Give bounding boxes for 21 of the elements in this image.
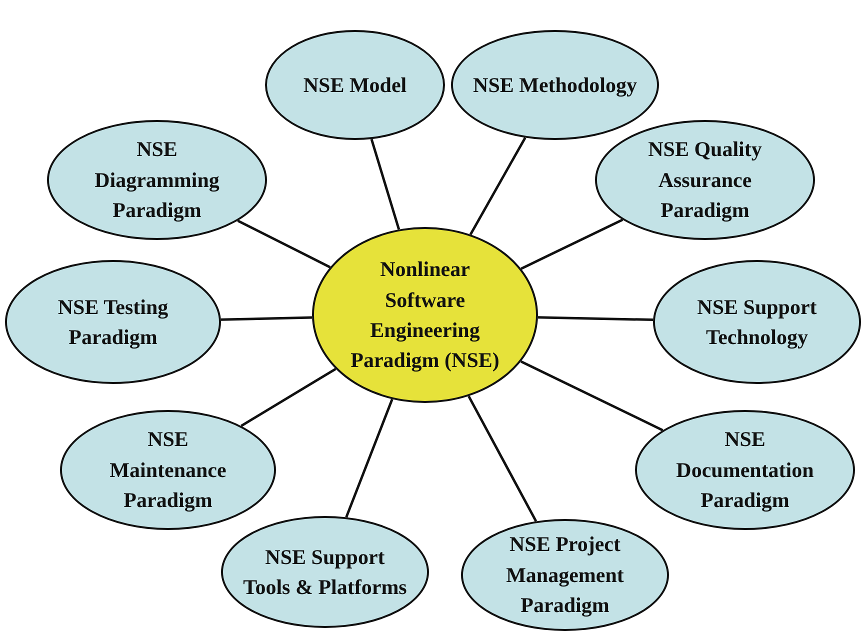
node-label: NSE Documentation Paradigm bbox=[675, 426, 815, 514]
node-label: NSE Support Tools & Platforms bbox=[242, 544, 408, 601]
node-label: NSE Maintenance Paradigm bbox=[108, 426, 228, 514]
connector-line bbox=[220, 316, 312, 321]
connector-line bbox=[370, 138, 400, 230]
node-label: NSE Model bbox=[302, 72, 408, 99]
node-label: NSE Quality Assurance Paradigm bbox=[647, 136, 763, 224]
node-label: NSE Testing Paradigm bbox=[56, 294, 170, 351]
connector-line bbox=[520, 218, 624, 270]
node-label: Nonlinear Software Engineering Paradigm (NSE) bbox=[350, 256, 500, 374]
connector-line bbox=[345, 398, 394, 518]
node-label: NSE Support Technology bbox=[696, 294, 818, 351]
node-label: NSE Project Management Paradigm bbox=[505, 531, 625, 620]
connector-line bbox=[468, 396, 538, 522]
connector-line bbox=[240, 368, 336, 427]
node-label: NSE Methodology bbox=[472, 72, 638, 99]
connector-line bbox=[520, 360, 664, 432]
connector-line bbox=[469, 137, 526, 236]
node-label: NSE Diagramming Paradigm bbox=[94, 136, 220, 224]
connector-line bbox=[538, 316, 654, 322]
connector-line bbox=[237, 220, 331, 268]
